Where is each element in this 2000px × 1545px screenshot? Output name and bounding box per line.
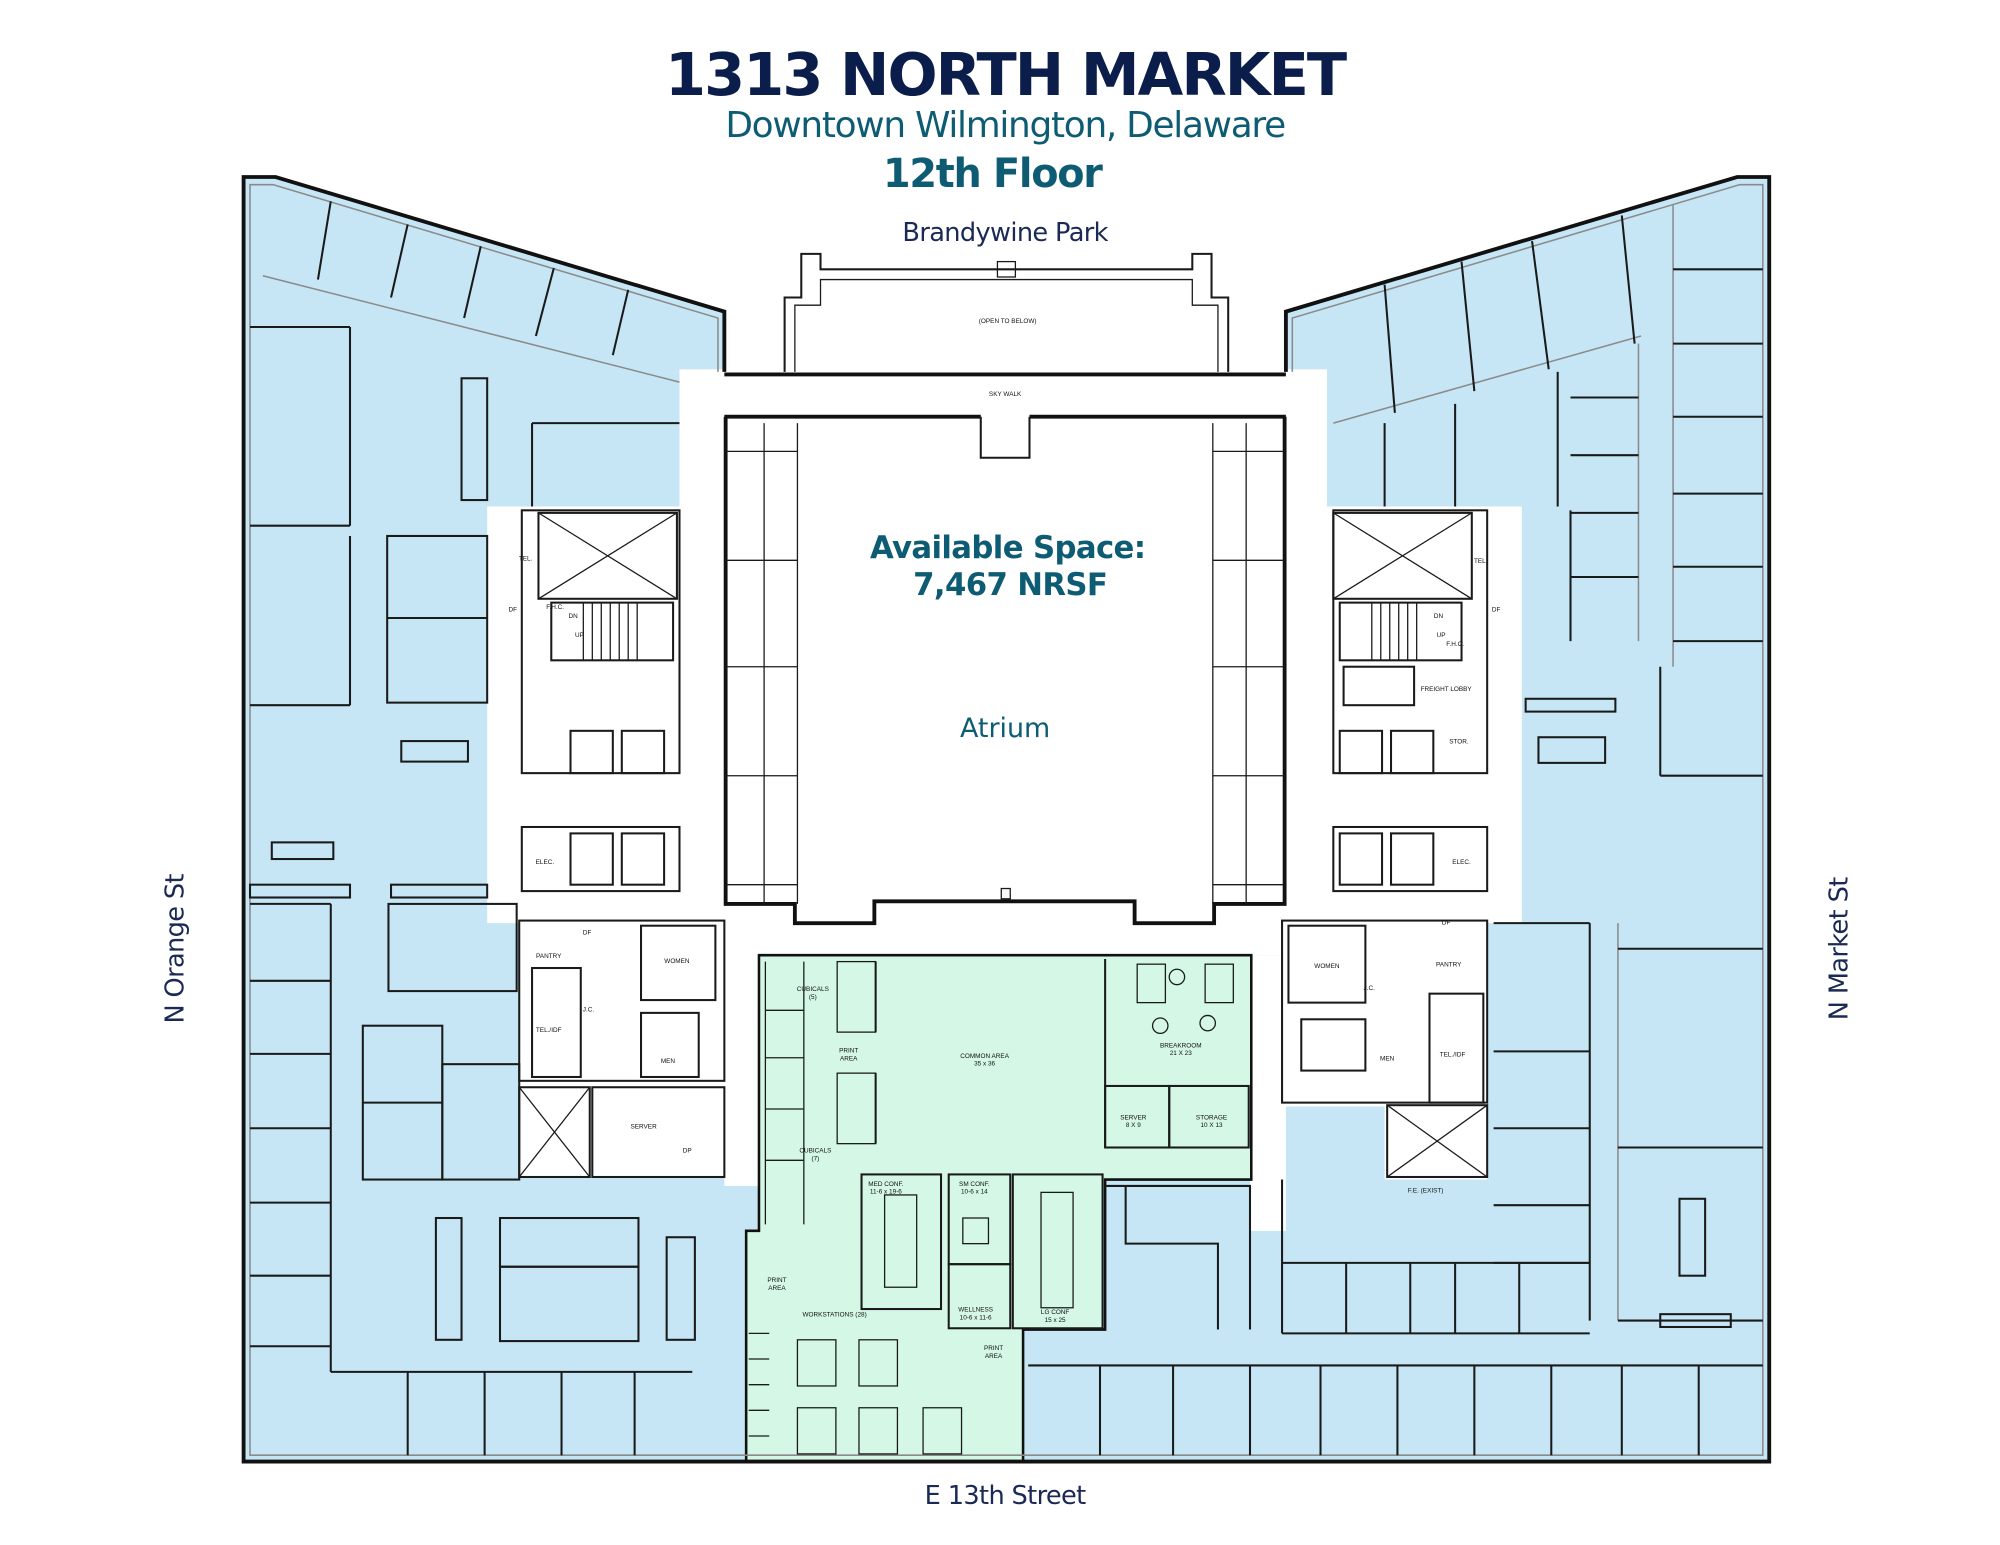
room-server: SERVER (1120, 1114, 1147, 1121)
svg-text:15 x 25: 15 x 25 (1045, 1317, 1066, 1324)
open-to-below-label: (OPEN TO BELOW) (979, 318, 1037, 325)
svg-text:AREA: AREA (985, 1353, 1003, 1360)
svg-text:DF: DF (509, 607, 518, 614)
room-storage: STORAGE (1196, 1114, 1227, 1121)
room-print-area-2: PRINT (767, 1277, 786, 1284)
available-space-label: Available Space: (870, 530, 1145, 566)
room-wellness: WELLNESS (958, 1307, 993, 1314)
svg-text:F.H.C.: F.H.C. (546, 604, 564, 611)
svg-text:PANTRY: PANTRY (1436, 962, 1462, 969)
svg-text:10-6 x 11-6: 10-6 x 11-6 (960, 1314, 992, 1321)
svg-text:UP: UP (1437, 632, 1446, 639)
room-sm-conf: SM CONF. (959, 1181, 990, 1188)
room-workstations: WORKSTATIONS (28) (803, 1312, 867, 1319)
svg-text:ELEC.: ELEC. (1452, 859, 1471, 866)
svg-text:FREIGHT LOBBY: FREIGHT LOBBY (1421, 686, 1473, 693)
svg-text:STOR.: STOR. (1449, 739, 1469, 746)
common-core (487, 253, 1522, 1231)
svg-text:MEN: MEN (661, 1058, 676, 1065)
floor-label: 12th Floor (883, 151, 1103, 197)
atrium: Available Space: 7,467 NRSF Atrium (723, 416, 1287, 926)
west-core-labels: TEL. DF F.H.C. DN UP ELEC. PANTRY DF WOM… (509, 555, 692, 1154)
svg-text:WOMEN: WOMEN (1314, 963, 1340, 970)
svg-text:10 X 13: 10 X 13 (1200, 1122, 1223, 1129)
room-cubicals-7: CUBICALS (799, 1148, 831, 1155)
svg-text:TEL./IDF: TEL./IDF (1440, 1051, 1466, 1058)
svg-text:DN: DN (1434, 613, 1444, 620)
svg-text:J.C.: J.C. (1364, 985, 1376, 992)
svg-text:DF: DF (1442, 919, 1451, 926)
svg-text:UP: UP (575, 632, 584, 639)
svg-text:MEN: MEN (1380, 1055, 1395, 1062)
svg-text:PANTRY: PANTRY (536, 953, 562, 960)
tenant-partitions (248, 201, 1763, 1456)
svg-text:ELEC.: ELEC. (536, 859, 555, 866)
svg-text:8 X 9: 8 X 9 (1126, 1122, 1141, 1129)
building-title: 1313 NORTH MARKET (665, 40, 1347, 109)
suite-walls (748, 959, 1250, 1455)
svg-text:F.E. (EXIST): F.E. (EXIST) (1408, 1187, 1444, 1194)
svg-text:10-6 x 14: 10-6 x 14 (961, 1189, 988, 1196)
east-core (1281, 509, 1489, 1179)
room-breakroom: BREAKROOM (1160, 1043, 1202, 1050)
svg-text:DF: DF (1492, 607, 1501, 614)
room-med-conf: MED CONF. (868, 1181, 903, 1188)
svg-text:DP: DP (683, 1148, 692, 1155)
room-print-area: PRINT (839, 1048, 858, 1055)
svg-text:TEL./IDF: TEL./IDF (536, 1027, 562, 1034)
open-to-below: (OPEN TO BELOW) (783, 252, 1230, 372)
east-core-labels: TEL. DF F.H.C. DN UP FREIGHT LOBBY STOR.… (1314, 558, 1500, 1194)
svg-text:WOMEN: WOMEN (664, 958, 690, 965)
building-location: Downtown Wilmington, Delaware (725, 105, 1285, 146)
svg-text:11-6 x 19-6: 11-6 x 19-6 (870, 1189, 902, 1196)
room-print-area-3: PRINT (984, 1345, 1003, 1352)
room-lg-conf: LG CONF (1041, 1309, 1070, 1316)
street-west: N Orange St (160, 873, 190, 1023)
svg-text:DF: DF (583, 930, 592, 937)
svg-text:TEL.: TEL. (1474, 558, 1488, 565)
available-suite[interactable] (744, 953, 1253, 1463)
street-east: N Market St (1824, 877, 1854, 1020)
svg-text:J.C.: J.C. (583, 1007, 595, 1014)
room-cubicals-5: CUBICALS (797, 986, 829, 993)
exterior-walls (241, 175, 1772, 1464)
street-north: Brandywine Park (902, 218, 1108, 248)
svg-text:35 x 36: 35 x 36 (974, 1060, 995, 1067)
atrium-label: Atrium (960, 713, 1050, 744)
svg-text:21 X 23: 21 X 23 (1170, 1050, 1193, 1057)
svg-text:TEL.: TEL. (519, 555, 533, 562)
sky-walk-label: SKY WALK (989, 391, 1022, 398)
sky-walk: SKY WALK (724, 372, 1286, 459)
svg-text:(5): (5) (809, 994, 817, 1001)
svg-text:AREA: AREA (840, 1055, 858, 1062)
svg-text:AREA: AREA (768, 1285, 786, 1292)
svg-text:(7): (7) (811, 1155, 819, 1162)
available-space-nrsf: 7,467 NRSF (913, 567, 1107, 603)
street-south: E 13th Street (925, 1481, 1087, 1511)
west-core (518, 509, 726, 1179)
svg-text:SERVER: SERVER (630, 1123, 657, 1130)
svg-text:DN: DN (568, 613, 578, 620)
room-common-area: COMMON AREA (960, 1053, 1009, 1060)
svg-text:F.H.C.: F.H.C. (1446, 641, 1464, 648)
